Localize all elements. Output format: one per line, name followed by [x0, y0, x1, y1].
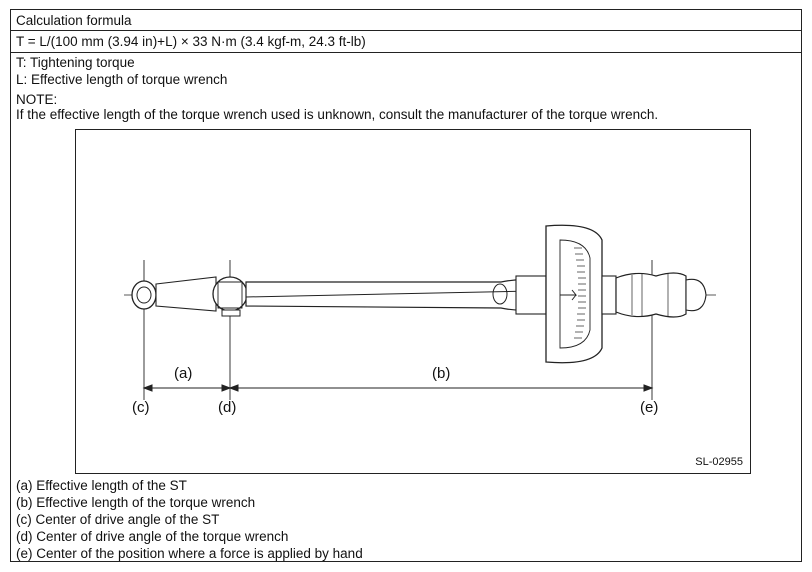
label-c: (c) [132, 399, 150, 416]
note-text: If the effective length of the torque wr… [16, 107, 659, 122]
label-b: (b) [432, 365, 451, 382]
formula-text: T = L/(100 mm (3.94 in)+L) × 33 N·m (3.4… [16, 34, 366, 49]
label-d: (d) [218, 399, 237, 416]
wrench-diagram [124, 224, 716, 400]
legend-e: (e) Center of the position where a force… [16, 546, 363, 561]
note-heading: NOTE: [16, 92, 58, 107]
label-a: (a) [174, 365, 193, 382]
formula-row: T = L/(100 mm (3.94 in)+L) × 33 N·m (3.4… [11, 31, 801, 53]
figure-code: SL-02955 [695, 456, 743, 468]
definition-l: L: Effective length of torque wrench [16, 72, 228, 87]
table-header: Calculation formula [16, 13, 132, 28]
st-tool [131, 276, 217, 312]
legend-d: (d) Center of drive angle of the torque … [16, 529, 289, 544]
legend-a: (a) Effective length of the ST [16, 478, 187, 493]
torque-wrench-figure: (a) (b) (c) (d) (e) SL-02955 [75, 129, 751, 474]
definition-t: T: Tightening torque [16, 55, 135, 70]
scale-dial [545, 224, 603, 364]
wrench-head [212, 276, 248, 317]
legend-c: (c) Center of drive angle of the ST [16, 512, 220, 527]
label-e: (e) [640, 399, 659, 416]
wrench-beam [245, 279, 529, 311]
table-header-row: Calculation formula [11, 10, 801, 31]
document-frame: Calculation formula T = L/(100 mm (3.94 … [10, 9, 802, 562]
legend-b: (b) Effective length of the torque wrenc… [16, 495, 256, 510]
wrench-grip [601, 272, 707, 318]
dimension-arrows [142, 384, 654, 392]
